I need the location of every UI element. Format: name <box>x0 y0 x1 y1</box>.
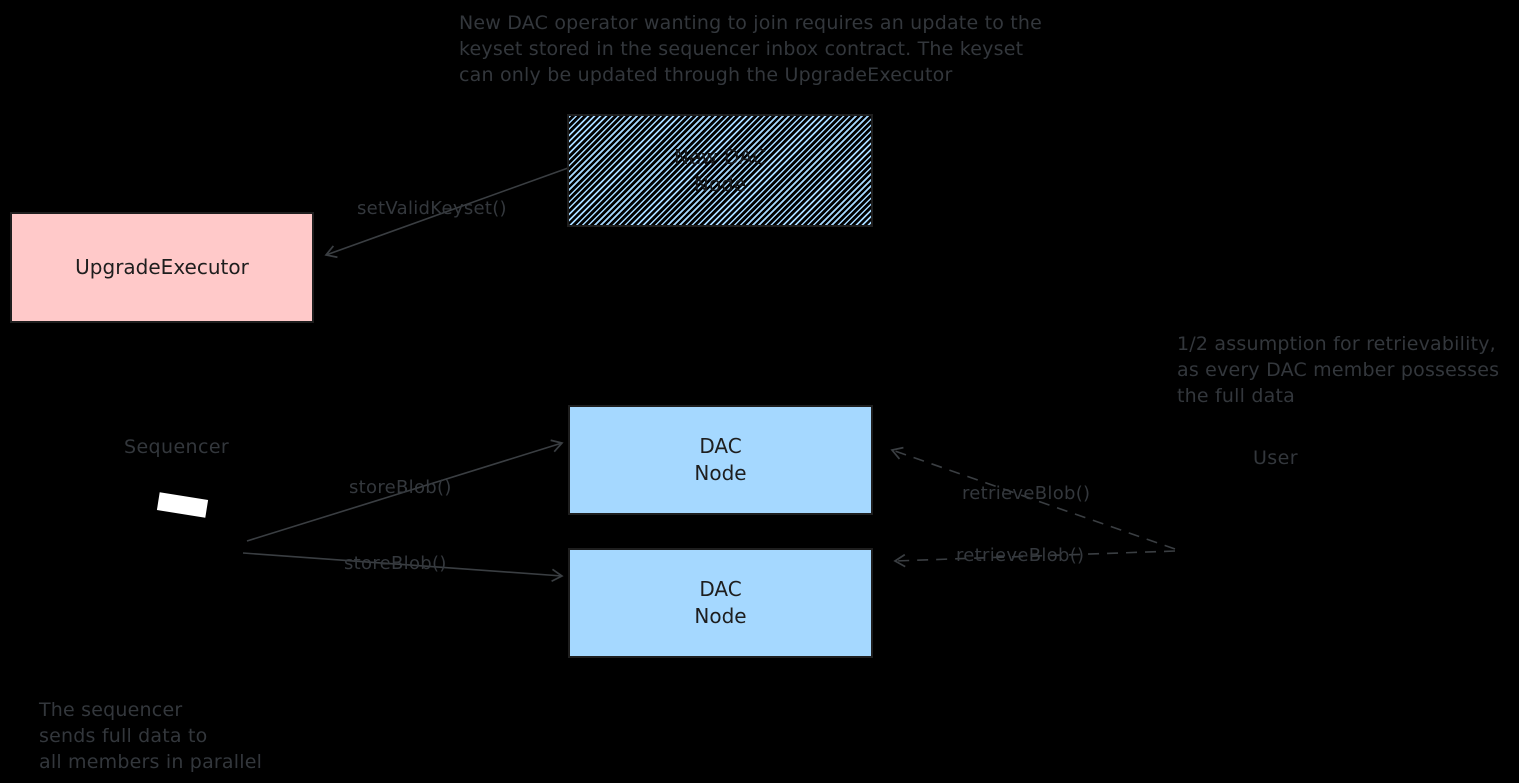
user-label: User <box>1253 447 1298 469</box>
arrow-store-blob-1 <box>246 439 564 542</box>
retrieve-blob-1-edge-label: retrieveBlob() <box>962 483 1091 504</box>
note-line: as every DAC member possesses <box>1177 359 1500 381</box>
new-dac-node-box: New DAC Node <box>567 114 873 227</box>
store-blob-1-edge-label: storeBlob() <box>349 477 452 498</box>
note-line: all members in parallel <box>39 751 263 773</box>
arrow-retrieve-blob-2 <box>893 550 1176 568</box>
retrieve-blob-2-edge-label: retrieveBlob() <box>956 545 1085 566</box>
upgrade-executor-box: UpgradeExecutor <box>10 212 314 323</box>
note-line: keyset stored in the sequencer inbox con… <box>459 38 1024 60</box>
new-dac-node-label-line1: New DAC <box>673 144 767 169</box>
dac-node-1-box: DAC Node <box>568 405 873 515</box>
annotation-parallel-send-note: The sequencer sends full data to all mem… <box>39 697 262 775</box>
note-line: The sequencer <box>39 699 183 721</box>
sequencer-label: Sequencer <box>124 436 230 458</box>
arrow-store-blob-2 <box>242 552 564 583</box>
arrow-retrieve-blob-1 <box>890 446 1176 550</box>
set-valid-keyset-edge-label: setValidKeyset() <box>357 198 507 219</box>
dac-node-2-label-line2: Node <box>694 604 747 628</box>
note-line: sends full data to <box>39 725 208 747</box>
note-line: can only be updated through the UpgradeE… <box>459 64 953 86</box>
arrow-set-valid-keyset <box>324 167 569 259</box>
store-blob-2-edge-label: storeBlob() <box>344 553 447 574</box>
note-line: the full data <box>1177 385 1295 407</box>
note-line: 1/2 assumption for retrievability, <box>1177 333 1496 355</box>
new-dac-node-label-line2: Node <box>693 171 747 196</box>
annotation-retrievability-note: 1/2 assumption for retrievability, as ev… <box>1177 331 1499 409</box>
dac-node-1-label-line2: Node <box>694 461 747 485</box>
dac-node-1-label-line1: DAC <box>699 434 742 458</box>
dac-node-2-box: DAC Node <box>568 548 873 658</box>
annotation-keyset-update-note: New DAC operator wanting to join require… <box>459 10 1042 88</box>
note-line: New DAC operator wanting to join require… <box>459 12 1043 34</box>
dac-node-2-label-line1: DAC <box>699 577 742 601</box>
upgrade-executor-label: UpgradeExecutor <box>75 255 249 279</box>
